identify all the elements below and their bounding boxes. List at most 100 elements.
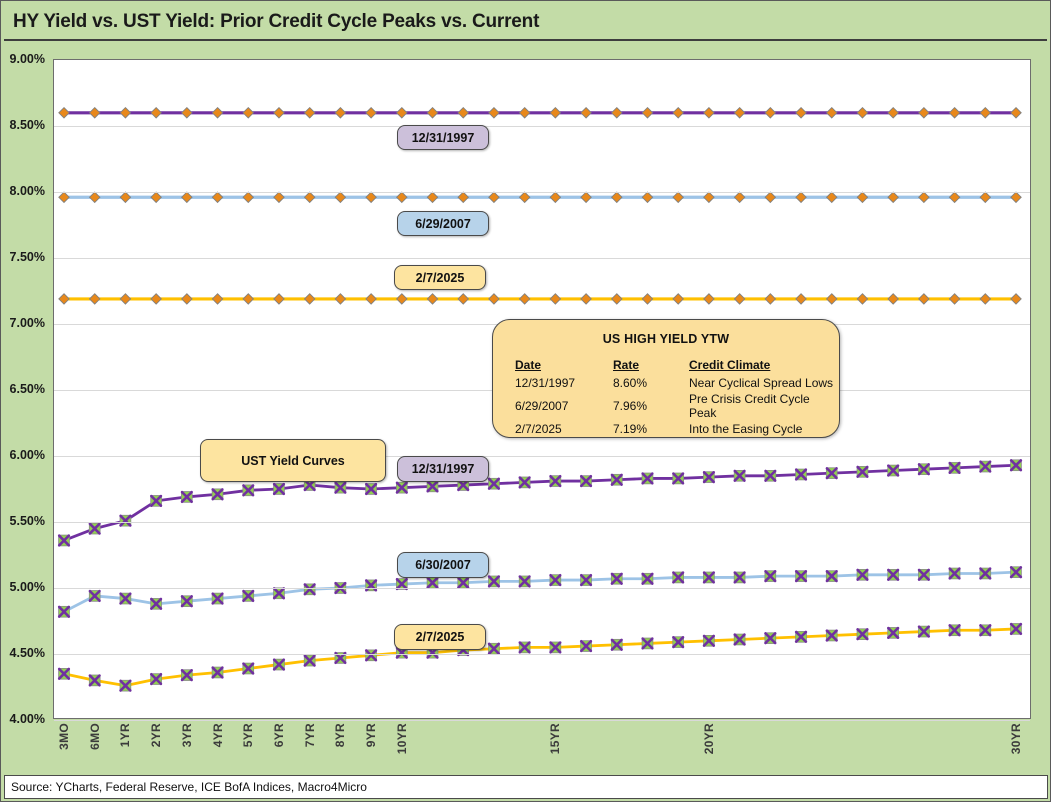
table-cell: 12/31/1997 <box>515 376 576 390</box>
data-point-marker-diamond <box>334 293 347 305</box>
data-point-marker-x <box>1009 566 1023 579</box>
data-point-marker-diamond <box>303 293 316 305</box>
callout-label: 12/31/1997 <box>397 125 489 150</box>
gridline <box>54 456 1030 457</box>
data-point-marker-x <box>457 576 470 589</box>
data-point-marker-x <box>794 468 808 481</box>
data-point-marker-diamond <box>703 191 715 204</box>
data-point-marker-diamond <box>518 191 531 204</box>
y-axis-tick-label: 8.00% <box>9 184 45 198</box>
data-point-marker-x <box>856 568 869 581</box>
data-point-marker-diamond <box>426 191 439 204</box>
data-point-marker-diamond <box>211 106 224 119</box>
data-point-marker-x <box>948 567 961 580</box>
data-point-marker-x <box>57 605 71 618</box>
data-point-marker-diamond <box>764 191 777 204</box>
data-point-marker-diamond <box>549 293 562 305</box>
data-point-marker-x <box>272 482 286 496</box>
data-point-marker-diamond <box>119 293 132 305</box>
data-point-marker-diamond <box>488 293 500 305</box>
table-cell: Pre Crisis Credit Cycle Peak <box>689 392 810 420</box>
data-point-marker-diamond <box>273 293 285 305</box>
data-point-marker-x <box>579 474 593 488</box>
data-point-marker-diamond <box>334 191 347 204</box>
data-point-marker-diamond <box>365 191 377 204</box>
data-point-marker-x <box>979 624 992 637</box>
data-point-marker-diamond <box>395 106 408 119</box>
table-cell: Into the Easing Cycle <box>689 422 803 436</box>
chart-canvas <box>57 106 1023 692</box>
data-point-marker-x <box>979 460 992 473</box>
data-point-marker-x <box>211 666 224 679</box>
callout-label: UST Yield Curves <box>200 439 386 482</box>
page-title: HY Yield vs. UST Yield: Prior Credit Cyc… <box>13 10 540 32</box>
data-point-marker-x <box>180 595 193 608</box>
x-axis-tick-label: 8YR <box>333 723 348 748</box>
data-point-marker-diamond <box>395 293 408 305</box>
data-point-marker-diamond <box>580 106 592 119</box>
x-axis-tick-label: 15YR <box>548 723 563 755</box>
data-point-marker-x <box>518 476 531 489</box>
data-point-marker-x <box>518 575 531 588</box>
series-0 <box>58 106 1022 119</box>
data-point-marker-x <box>364 649 378 662</box>
data-point-marker-x <box>150 672 163 686</box>
data-point-marker-diamond <box>764 293 777 305</box>
data-point-marker-x <box>672 571 685 584</box>
data-point-marker-diamond <box>764 106 777 119</box>
data-point-marker-diamond <box>334 106 347 119</box>
data-point-marker-diamond <box>365 293 377 305</box>
data-point-marker-x <box>979 567 992 580</box>
data-point-marker-x <box>57 667 71 680</box>
data-point-marker-x <box>518 641 531 654</box>
data-point-marker-x <box>426 576 439 589</box>
callout-label: 12/31/1997 <box>397 456 489 482</box>
data-point-marker-x <box>610 473 623 486</box>
gridline <box>54 258 1030 259</box>
data-point-marker-x <box>794 630 808 643</box>
data-point-marker-diamond <box>273 106 285 119</box>
data-point-marker-diamond <box>273 191 285 204</box>
data-point-marker-diamond <box>641 106 654 119</box>
y-axis-tick-label: 9.00% <box>9 52 45 66</box>
data-point-marker-x <box>641 572 654 585</box>
data-point-marker-x <box>487 477 501 490</box>
data-point-marker-diamond <box>641 191 654 204</box>
data-point-marker-diamond <box>518 293 531 305</box>
data-point-marker-diamond <box>88 293 101 305</box>
data-point-marker-x <box>733 469 746 482</box>
data-point-marker-x <box>672 636 685 649</box>
y-axis-tick-label: 8.50% <box>9 118 45 132</box>
series-line <box>62 627 1018 688</box>
data-point-marker-diamond <box>150 191 162 204</box>
data-point-marker-diamond <box>887 191 899 204</box>
data-point-marker-x <box>764 469 777 482</box>
x-axis-tick-label: 20YR <box>701 723 716 755</box>
y-axis-tick-label: 4.00% <box>9 712 45 726</box>
x-axis-tick-label: 30YR <box>1009 723 1023 755</box>
data-point-marker-diamond <box>242 191 255 204</box>
gridline <box>54 588 1030 589</box>
gridline <box>54 522 1030 523</box>
data-point-marker-x <box>610 638 623 651</box>
data-point-marker-x <box>119 679 132 692</box>
data-point-marker-x <box>887 568 900 581</box>
data-point-marker-x <box>917 463 930 476</box>
data-point-marker-diamond <box>703 293 715 305</box>
data-point-marker-diamond <box>181 293 193 305</box>
data-point-marker-diamond <box>457 106 470 119</box>
data-point-marker-diamond <box>825 106 838 119</box>
data-point-marker-diamond <box>918 106 930 119</box>
data-point-marker-diamond <box>580 191 592 204</box>
callout-label: 2/7/2025 <box>394 624 486 650</box>
data-point-marker-x <box>702 571 716 584</box>
data-point-marker-diamond <box>979 191 992 204</box>
data-point-marker-x <box>549 641 562 654</box>
data-point-marker-diamond <box>211 293 224 305</box>
x-axis-tick-label: 6MO <box>87 723 102 750</box>
table-cell: 7.19% <box>613 422 648 436</box>
data-point-marker-diamond <box>580 293 592 305</box>
data-point-marker-diamond <box>426 106 439 119</box>
